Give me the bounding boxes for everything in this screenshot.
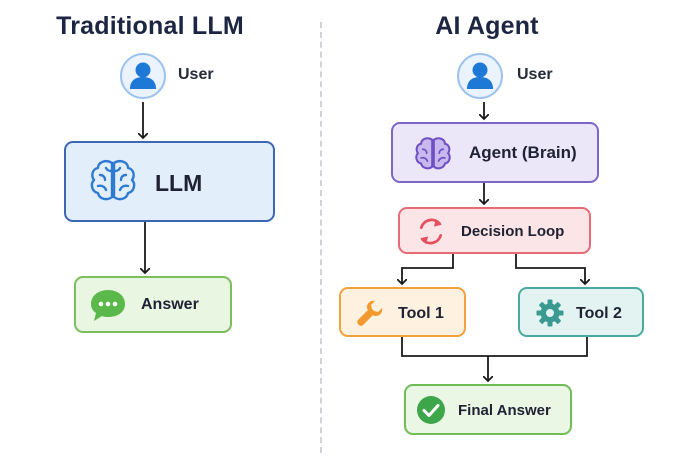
agent-brain-box: Agent (Brain)	[391, 122, 599, 183]
brain-icon	[415, 137, 451, 170]
user-label-traditional: User	[178, 66, 214, 83]
line-tool1-to-merge	[401, 337, 488, 357]
tool-1-box: Tool 1	[339, 287, 466, 337]
refresh-icon	[419, 218, 443, 245]
tool-1-label: Tool 1	[398, 305, 444, 322]
chat-bubble-icon	[91, 290, 125, 321]
arrow-loop-to-tool1	[402, 254, 454, 284]
user-label-agent: User	[517, 66, 553, 83]
tool-2-box: Tool 2	[518, 287, 644, 337]
user-icon	[130, 62, 156, 89]
final-answer-label: Final Answer	[458, 402, 551, 419]
line-tool2-to-merge	[488, 337, 588, 357]
brain-icon	[90, 160, 136, 201]
llm-box: LLM	[64, 141, 275, 222]
answer-box: Answer	[74, 276, 232, 333]
decision-loop-box: Decision Loop	[398, 207, 591, 254]
final-answer-box: Final Answer	[404, 384, 572, 435]
ai-agent-title: AI Agent	[435, 12, 539, 40]
user-icon	[467, 62, 493, 89]
check-circle-icon	[417, 396, 445, 424]
answer-label: Answer	[141, 296, 199, 313]
arrow-loop-to-tool2	[515, 254, 585, 284]
decision-loop-label: Decision Loop	[461, 223, 565, 240]
llm-label: LLM	[155, 170, 203, 196]
gear-icon	[536, 299, 564, 327]
column-divider	[320, 22, 322, 453]
agent-brain-label: Agent (Brain)	[469, 143, 577, 162]
user-avatar-traditional	[120, 53, 166, 99]
traditional-llm-title: Traditional LLM	[56, 12, 244, 40]
wrench-icon	[357, 300, 383, 326]
user-avatar-agent	[457, 53, 503, 99]
tool-2-label: Tool 2	[576, 305, 622, 322]
